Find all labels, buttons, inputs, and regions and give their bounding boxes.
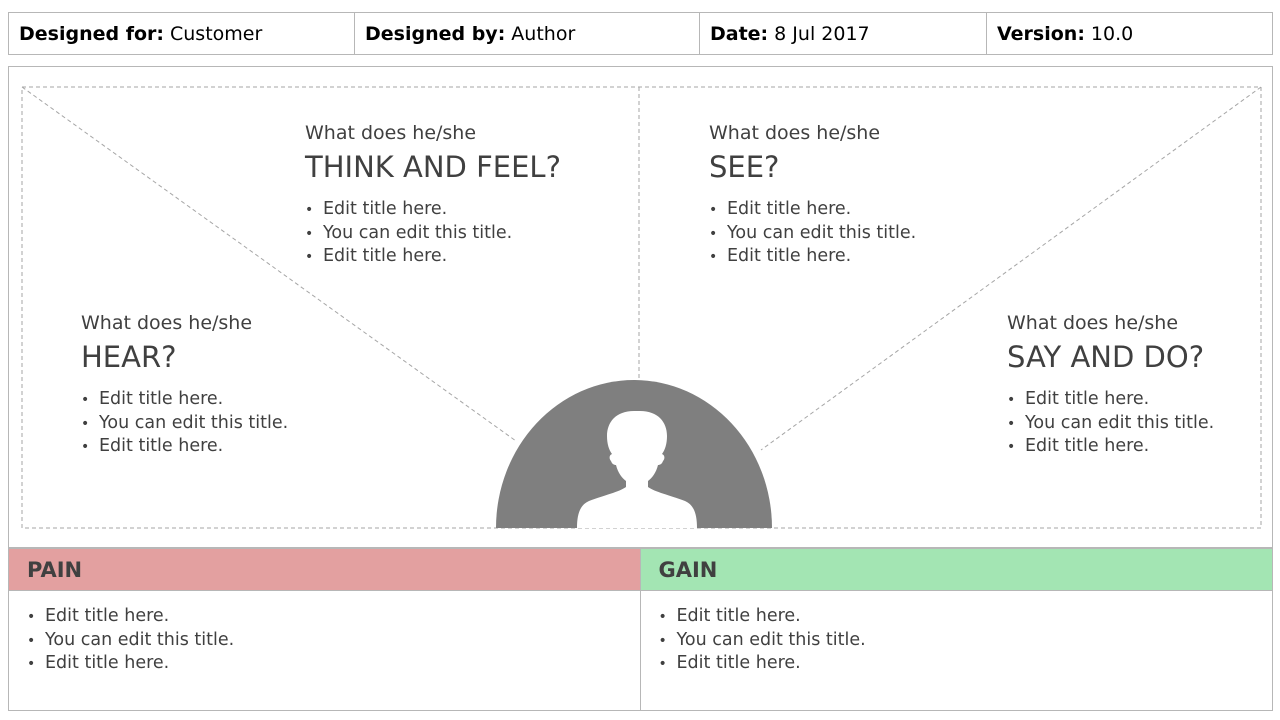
right-diagonal [760, 86, 1262, 451]
list-item[interactable]: Edit title here. [709, 198, 916, 222]
think-and-feel-section: What does he/she THINK AND FEEL? Edit ti… [305, 122, 561, 269]
version-cell: Version: 10.0 [987, 13, 1272, 54]
gain-section: GAIN Edit title here. You can edit this … [640, 549, 1273, 710]
designed-by-cell: Designed by: Author [355, 13, 700, 54]
list-item[interactable]: Edit title here. [27, 652, 640, 676]
say-question: What does he/she [1007, 312, 1179, 334]
list-item[interactable]: Edit title here. [81, 388, 288, 412]
list-item[interactable]: Edit title here. [27, 605, 640, 629]
see-list: Edit title here. You can edit this title… [709, 198, 916, 269]
gain-header: GAIN [640, 549, 1272, 591]
date-cell: Date: 8 Jul 2017 [700, 13, 987, 54]
date-label: Date: [710, 22, 769, 45]
left-diagonal [21, 86, 517, 442]
designed-by-value: Author [511, 22, 576, 45]
gain-list: Edit title here. You can edit this title… [659, 605, 1273, 676]
say-and-do-section: What does he/she SAY AND DO? Edit title … [1007, 312, 1214, 459]
list-item[interactable]: Edit title here. [81, 435, 288, 459]
list-item[interactable]: You can edit this title. [659, 629, 1273, 653]
version-label: Version: [997, 22, 1085, 45]
say-list: Edit title here. You can edit this title… [1007, 388, 1214, 459]
pain-header: PAIN [9, 549, 640, 591]
hear-section: What does he/she HEAR? Edit title here. … [81, 312, 288, 459]
empathy-map: What does he/she THINK AND FEEL? Edit ti… [8, 66, 1273, 548]
say-title: SAY AND DO? [1007, 340, 1205, 374]
hear-title: HEAR? [81, 340, 177, 374]
list-item[interactable]: Edit title here. [709, 245, 916, 269]
think-list: Edit title here. You can edit this title… [305, 198, 561, 269]
pain-section: PAIN Edit title here. You can edit this … [9, 549, 641, 710]
designed-for-cell: Designed for: Customer [9, 13, 355, 54]
hear-list: Edit title here. You can edit this title… [81, 388, 288, 459]
pain-gain-panel: PAIN Edit title here. You can edit this … [8, 548, 1273, 711]
designed-for-label: Designed for: [19, 22, 164, 45]
list-item[interactable]: You can edit this title. [305, 222, 561, 246]
list-item[interactable]: You can edit this title. [709, 222, 916, 246]
list-item[interactable]: Edit title here. [1007, 435, 1214, 459]
list-item[interactable]: Edit title here. [305, 198, 561, 222]
see-question: What does he/she [709, 122, 881, 144]
list-item[interactable]: You can edit this title. [1007, 412, 1214, 436]
designed-for-value: Customer [170, 22, 263, 45]
canvas-header: Designed for: Customer Designed by: Auth… [8, 12, 1273, 55]
see-title: SEE? [709, 150, 780, 184]
think-title: THINK AND FEEL? [305, 150, 561, 184]
designed-by-label: Designed by: [365, 22, 506, 45]
hear-question: What does he/she [81, 312, 253, 334]
list-item[interactable]: Edit title here. [1007, 388, 1214, 412]
see-section: What does he/she SEE? Edit title here. Y… [709, 122, 916, 269]
version-value: 10.0 [1090, 22, 1134, 45]
list-item[interactable]: Edit title here. [659, 652, 1273, 676]
date-value: 8 Jul 2017 [774, 22, 870, 45]
map-guides [21, 86, 1262, 529]
list-item[interactable]: You can edit this title. [27, 629, 640, 653]
pain-list: Edit title here. You can edit this title… [27, 605, 640, 676]
list-item[interactable]: You can edit this title. [81, 412, 288, 436]
list-item[interactable]: Edit title here. [305, 245, 561, 269]
person-silhouette-icon [577, 411, 697, 528]
think-question: What does he/she [305, 122, 477, 144]
list-item[interactable]: Edit title here. [659, 605, 1273, 629]
